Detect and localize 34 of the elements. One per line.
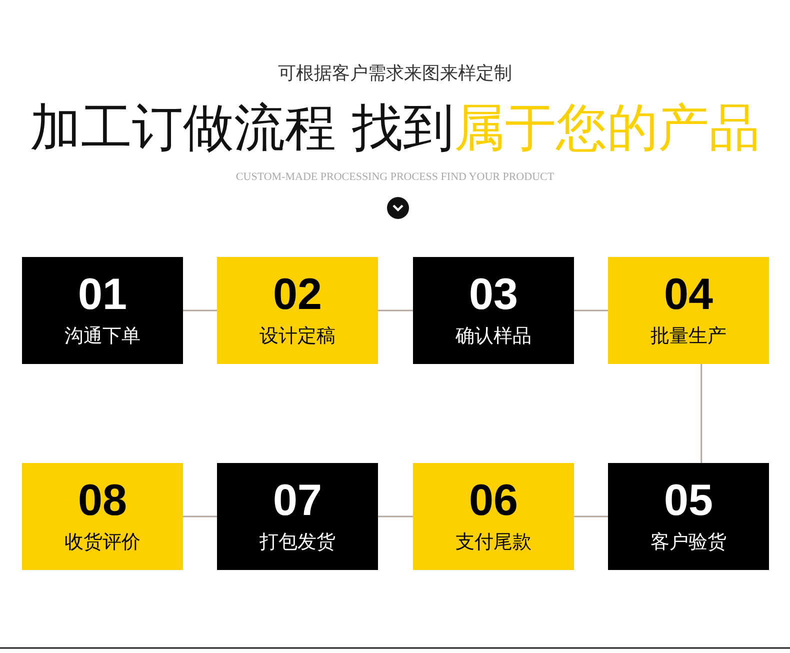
english-subtitle: CUSTOM-MADE PROCESSING PROCESS FIND YOUR PRODUCT — [234, 170, 556, 184]
step-box — [608, 463, 769, 570]
step-number: 02 — [272, 269, 323, 321]
step-name: 客户验货 — [650, 530, 728, 555]
step-box — [413, 463, 574, 570]
step-box — [217, 257, 378, 364]
step-number: 08 — [77, 475, 128, 527]
step-box — [217, 463, 378, 570]
step-name: 支付尾款 — [454, 530, 532, 555]
connector-line — [378, 516, 413, 518]
step-name: 沟通下单 — [64, 324, 142, 349]
connector-line — [183, 516, 217, 518]
connector-line — [183, 310, 217, 312]
connector-line — [574, 310, 608, 312]
step-number: 06 — [468, 475, 519, 527]
step-box — [22, 463, 183, 570]
step-number: 05 — [663, 475, 714, 527]
step-number: 01 — [77, 269, 128, 321]
step-name: 确认样品 — [454, 324, 532, 349]
step-box — [608, 257, 769, 364]
connector-line — [378, 310, 413, 312]
connector-line — [700, 364, 702, 463]
step-number: 04 — [663, 269, 714, 321]
step-name: 批量生产 — [650, 324, 728, 349]
step-box — [413, 257, 574, 364]
title: 加工订做流程 找到属于您的产品 — [28, 98, 762, 160]
step-number: 03 — [468, 269, 519, 321]
step-name: 打包发货 — [258, 530, 336, 555]
step-box — [22, 257, 183, 364]
subtitle: 可根据客户需求来图来样定制 — [277, 62, 513, 86]
step-number: 07 — [272, 475, 323, 527]
connector-line — [574, 516, 608, 518]
step-name: 设计定稿 — [258, 324, 336, 349]
step-name: 收货评价 — [64, 530, 142, 555]
